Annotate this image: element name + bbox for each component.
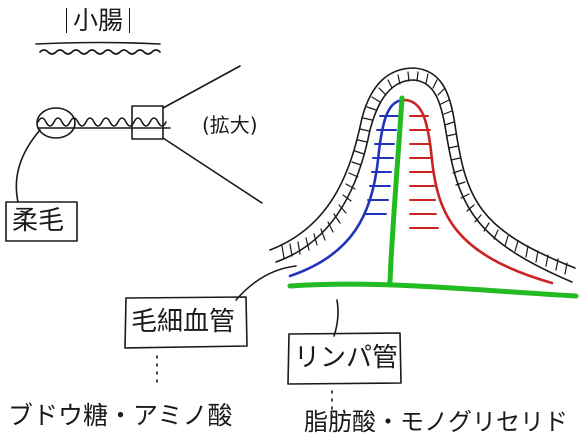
lymph-leader [333,299,339,337]
magnify-line-bottom [162,137,263,204]
villus-leader [15,129,41,203]
intestine-strip-top [37,117,167,127]
villus-wall-outer [269,67,576,269]
intestine-wall-wavy [39,49,161,55]
lymph-absorbs-text: 脂肪酸・モノグリセリド [304,408,568,436]
villus-wall-inner [275,79,573,283]
magnify-box [131,105,164,140]
villus-label-box [5,201,78,242]
capillary-label-box [124,296,248,349]
title: 小腸 [66,8,131,33]
capillary-absorbs-text: ブドウ糖・アミノ酸 [8,401,233,430]
title-underline [35,41,161,45]
villus-label: 柔毛 [12,206,65,236]
magnify-line-top [162,65,241,109]
lymph-vessel-label: リンパ管 [294,343,399,373]
lymph-vessel [287,95,579,299]
capillary-vein [288,98,406,278]
villus-circle [36,107,76,139]
magnify-label: (拡大) [202,113,258,137]
capillary-artery [402,98,554,285]
capillary-label: 毛細血管 [131,307,236,337]
capillary-leader [235,265,297,301]
villus-wall-hatching [281,71,568,275]
lymph-label-box [287,332,402,385]
